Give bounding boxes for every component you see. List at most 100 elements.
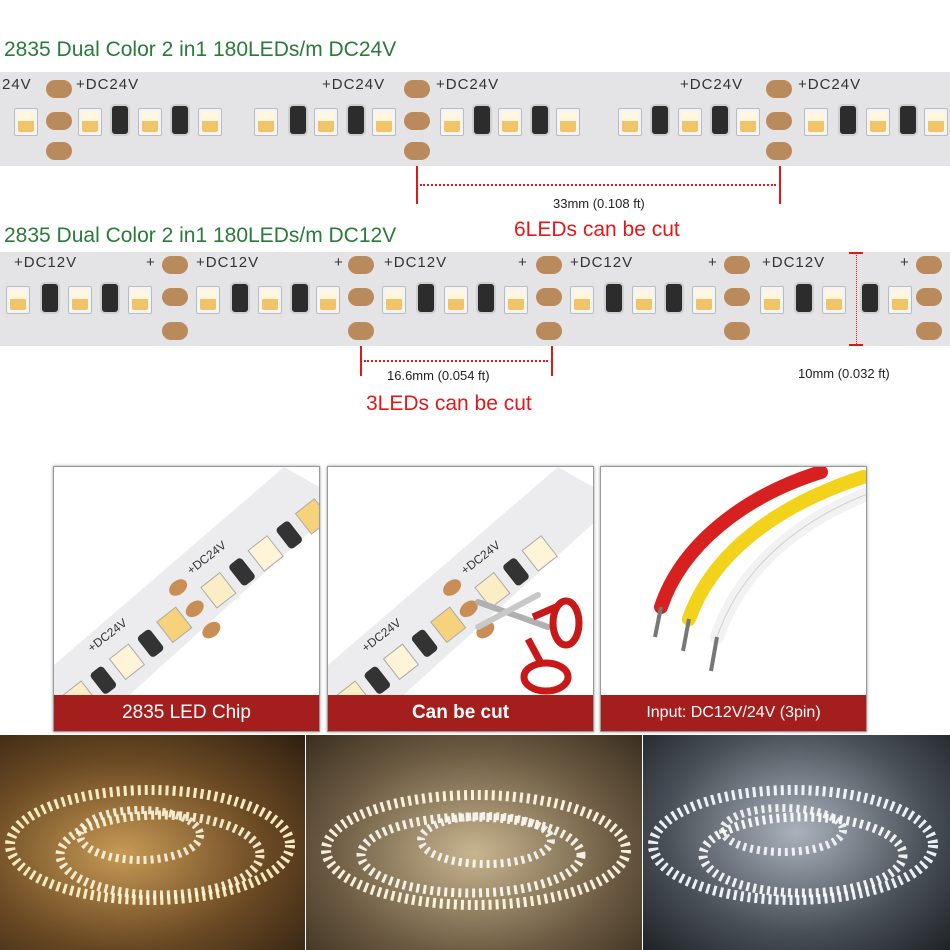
resistor xyxy=(838,104,858,136)
solder-pad xyxy=(162,322,188,340)
solder-pad xyxy=(536,256,562,274)
wire-tip xyxy=(681,618,691,652)
photo-cool-white xyxy=(643,735,950,950)
caption-can-be-cut: Can be cut xyxy=(328,695,593,731)
solder-pad xyxy=(348,256,374,274)
solder-pad xyxy=(724,288,750,306)
measure-line-16mm xyxy=(364,360,548,362)
measure-33mm: 33mm (0.108 ft) xyxy=(553,196,645,211)
cut-line-left xyxy=(416,166,418,204)
led-chip xyxy=(372,108,396,136)
led-chip xyxy=(316,286,340,314)
led-chip xyxy=(78,108,102,136)
solder-pad xyxy=(766,112,792,130)
measure-line-33mm xyxy=(420,184,776,186)
width-cap-top xyxy=(849,252,863,254)
solder-pad xyxy=(916,288,942,306)
caption-led-chip: 2835 LED Chip xyxy=(54,695,319,731)
resistor xyxy=(530,104,550,136)
solder-pad xyxy=(46,142,72,160)
solder-pad xyxy=(536,322,562,340)
resistor xyxy=(416,282,436,314)
solder-pad xyxy=(46,80,72,98)
resistor xyxy=(860,282,880,314)
led-chip xyxy=(198,108,222,136)
solder-pad xyxy=(536,288,562,306)
strip-label: +DC24V xyxy=(680,76,744,93)
strip-label: + xyxy=(900,254,910,271)
panel-input-wires: Input: DC12V/24V (3pin) xyxy=(600,466,867,732)
photo-neutral-white xyxy=(306,735,642,950)
solder-pad xyxy=(404,80,430,98)
wires-photo xyxy=(601,467,866,731)
wire-tip xyxy=(709,636,719,672)
led-chip xyxy=(6,286,30,314)
led-chip xyxy=(632,286,656,314)
strip-label: +DC12V xyxy=(570,254,634,271)
resistor xyxy=(288,104,308,136)
solder-pad xyxy=(162,256,188,274)
solder-pad xyxy=(404,142,430,160)
led-chip xyxy=(760,286,784,314)
led-strip-dc24v: 24V +DC24V +DC24V +DC24V +DC24V +DC24V xyxy=(0,72,950,166)
resistor xyxy=(230,282,250,314)
strip-label: +DC12V xyxy=(14,254,78,271)
led-chip xyxy=(258,286,282,314)
strip-label: + xyxy=(146,254,156,271)
solder-pad xyxy=(916,322,942,340)
led-chip xyxy=(866,108,890,136)
solder-pad xyxy=(766,80,792,98)
resistor xyxy=(898,104,918,136)
wire-yellow xyxy=(682,470,866,626)
photo-warm-white xyxy=(0,735,305,950)
led-chip xyxy=(444,286,468,314)
cut-note-3leds: 3LEDs can be cut xyxy=(366,392,532,415)
led-chip xyxy=(196,286,220,314)
led-chip xyxy=(504,286,528,314)
panel-can-be-cut: +DC24V +DC24V Can be cut xyxy=(327,466,594,732)
cut-line-right xyxy=(551,346,553,376)
resistor xyxy=(476,282,496,314)
strip-label: + xyxy=(708,254,718,271)
led-chip xyxy=(382,286,406,314)
resistor xyxy=(604,282,624,314)
caption-input: Input: DC12V/24V (3pin) xyxy=(601,695,866,731)
cut-line-right xyxy=(779,166,781,204)
strip-label: +DC12V xyxy=(762,254,826,271)
led-chip xyxy=(618,108,642,136)
title-dc12v: 2835 Dual Color 2 in1 180LEDs/m DC12V xyxy=(4,224,397,247)
led-chip xyxy=(888,286,912,314)
led-chip xyxy=(254,108,278,136)
led-chip xyxy=(498,108,522,136)
resistor xyxy=(100,282,120,314)
solder-pad xyxy=(46,112,72,130)
led-chip-strip-photo: +DC24V +DC24V xyxy=(54,467,319,731)
resistor xyxy=(290,282,310,314)
solder-pad xyxy=(724,322,750,340)
solder-pad xyxy=(766,142,792,160)
solder-pad xyxy=(348,288,374,306)
measure-10mm: 10mm (0.032 ft) xyxy=(798,366,890,381)
strip-label: 24V xyxy=(2,76,32,93)
led-chip xyxy=(314,108,338,136)
panel-led-chip: +DC24V +DC24V 2835 LED Chip xyxy=(53,466,320,732)
strip-label: +DC12V xyxy=(384,254,448,271)
strip-label: + xyxy=(334,254,344,271)
resistor xyxy=(794,282,814,314)
strip-label: + xyxy=(518,254,528,271)
led-chip xyxy=(556,108,580,136)
led-chip xyxy=(822,286,846,314)
resistor xyxy=(650,104,670,136)
measure-16-6mm: 16.6mm (0.054 ft) xyxy=(387,368,490,383)
cut-note-6leds: 6LEDs can be cut xyxy=(514,218,680,241)
resistor xyxy=(664,282,684,314)
strip-label: +DC24V xyxy=(322,76,386,93)
led-chip xyxy=(138,108,162,136)
strip-label: +DC24V xyxy=(436,76,500,93)
resistor xyxy=(40,282,60,314)
resistor xyxy=(346,104,366,136)
solder-pad xyxy=(162,288,188,306)
resistor xyxy=(710,104,730,136)
led-chip xyxy=(924,108,948,136)
led-chip xyxy=(440,108,464,136)
